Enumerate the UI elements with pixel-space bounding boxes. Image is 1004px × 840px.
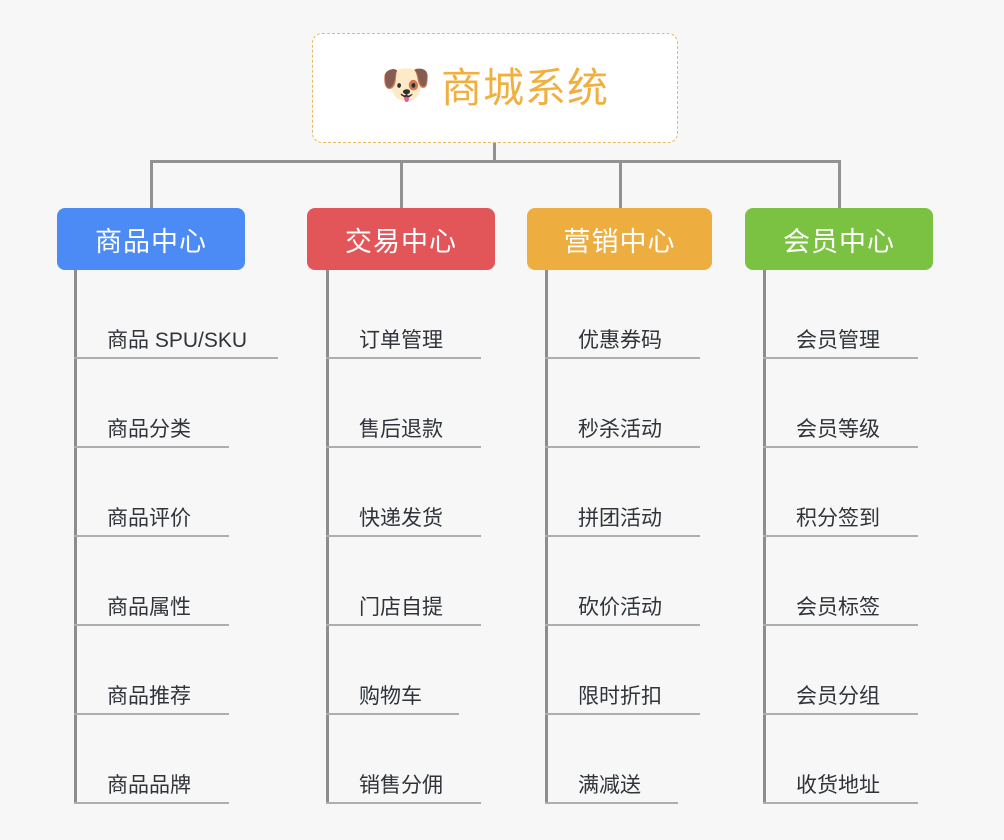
leaf-item-label: 拼团活动 xyxy=(578,507,662,530)
root-node[interactable]: 🐶 商城系统 xyxy=(312,33,678,143)
leaf-item-label: 会员管理 xyxy=(796,329,880,352)
category-node-2[interactable]: 交易中心 xyxy=(307,208,495,270)
leaf-item-label: 会员等级 xyxy=(796,418,880,441)
leaf-item[interactable]: 商品推荐 xyxy=(74,626,239,715)
leaf-item-label: 售后退款 xyxy=(359,418,443,441)
leaf-item-rule xyxy=(326,357,481,359)
leaf-item-rule xyxy=(74,713,229,715)
leaf-item-rule xyxy=(74,802,229,804)
leaf-item-label: 限时折扣 xyxy=(578,685,662,708)
leaf-item-label: 购物车 xyxy=(359,685,422,708)
leaf-item-label: 商品品牌 xyxy=(107,774,191,797)
leaf-item-rule xyxy=(326,624,481,626)
leaf-item-rule xyxy=(763,535,918,537)
leaf-item[interactable]: 会员等级 xyxy=(763,359,928,448)
leaf-item[interactable]: 商品 SPU/SKU xyxy=(74,270,288,359)
leaf-item-label: 订单管理 xyxy=(359,329,443,352)
leaf-item[interactable]: 商品属性 xyxy=(74,537,239,626)
leaf-item[interactable]: 砍价活动 xyxy=(545,537,710,626)
leaf-item-rule xyxy=(545,624,700,626)
shiba-dog-face-icon: 🐶 xyxy=(381,63,431,107)
leaf-item-rule xyxy=(74,535,229,537)
leaf-item-rule xyxy=(545,446,700,448)
connector-drop-2 xyxy=(400,160,403,208)
leaf-item[interactable]: 会员管理 xyxy=(763,270,928,359)
leaf-item-rule xyxy=(74,446,229,448)
leaf-item[interactable]: 销售分佣 xyxy=(326,715,491,804)
leaf-item[interactable]: 会员标签 xyxy=(763,537,928,626)
connector-drop-3 xyxy=(618,160,622,208)
leaf-item-rule xyxy=(74,624,229,626)
leaf-item-rule xyxy=(545,535,700,537)
leaf-item[interactable]: 快递发货 xyxy=(326,448,491,537)
leaf-item-label: 商品 SPU/SKU xyxy=(107,329,248,352)
leaf-item-label: 快递发货 xyxy=(359,507,443,530)
leaf-item-rule xyxy=(326,535,481,537)
leaf-item-rule xyxy=(74,357,278,359)
leaf-item[interactable]: 订单管理 xyxy=(326,270,491,359)
category-node-label: 营销中心 xyxy=(563,226,676,257)
leaf-item-rule xyxy=(763,624,918,626)
leaf-item-label: 优惠券码 xyxy=(578,329,662,352)
leaf-item-label: 商品评价 xyxy=(107,507,191,530)
leaf-item-label: 砍价活动 xyxy=(578,596,662,619)
leaf-item-label: 商品分类 xyxy=(107,418,191,441)
leaf-item-rule xyxy=(763,357,918,359)
leaf-trunk-line xyxy=(74,270,77,804)
leaf-item-rule xyxy=(545,802,678,804)
leaf-item-label: 门店自提 xyxy=(359,596,443,619)
leaf-item-label: 商品推荐 xyxy=(107,685,191,708)
leaf-item-rule xyxy=(326,446,481,448)
leaf-item[interactable]: 优惠券码 xyxy=(545,270,710,359)
leaf-item-rule xyxy=(763,446,918,448)
category-node-3[interactable]: 营销中心 xyxy=(527,208,712,270)
category-node-1[interactable]: 商品中心 xyxy=(57,208,245,270)
leaf-item[interactable]: 限时折扣 xyxy=(545,626,710,715)
leaf-item[interactable]: 商品评价 xyxy=(74,448,239,537)
leaf-item[interactable]: 拼团活动 xyxy=(545,448,710,537)
leaf-item[interactable]: 秒杀活动 xyxy=(545,359,710,448)
leaf-trunk-line xyxy=(545,270,548,804)
leaf-item[interactable]: 满减送 xyxy=(545,715,688,804)
leaf-item[interactable]: 商品分类 xyxy=(74,359,239,448)
leaf-item[interactable]: 收货地址 xyxy=(763,715,928,804)
connector-root-stem xyxy=(493,143,496,163)
category-node-label: 会员中心 xyxy=(783,226,895,257)
leaf-item-label: 会员标签 xyxy=(796,596,880,619)
root-node-label: 商城系统 xyxy=(441,64,609,111)
category-node-label: 交易中心 xyxy=(345,226,457,257)
leaf-item-label: 满减送 xyxy=(578,774,641,797)
leaf-item-rule xyxy=(545,357,700,359)
leaf-item[interactable]: 购物车 xyxy=(326,626,469,715)
leaf-item-label: 收货地址 xyxy=(796,774,880,797)
leaf-item-label: 销售分佣 xyxy=(359,774,443,797)
leaf-trunk-line xyxy=(763,270,766,804)
leaf-item-label: 秒杀活动 xyxy=(578,418,662,441)
leaf-item-rule xyxy=(326,802,481,804)
leaf-item[interactable]: 门店自提 xyxy=(326,537,491,626)
leaf-item-rule xyxy=(763,713,918,715)
leaf-item-rule xyxy=(326,713,459,715)
leaf-item-rule xyxy=(763,802,918,804)
leaf-item-rule xyxy=(545,713,700,715)
leaf-item[interactable]: 会员分组 xyxy=(763,626,928,715)
leaf-item-label: 商品属性 xyxy=(107,596,191,619)
connector-horizontal-bus xyxy=(150,160,840,163)
leaf-trunk-line xyxy=(326,270,329,804)
category-node-4[interactable]: 会员中心 xyxy=(745,208,933,270)
leaf-item[interactable]: 售后退款 xyxy=(326,359,491,448)
leaf-item[interactable]: 积分签到 xyxy=(763,448,928,537)
category-node-label: 商品中心 xyxy=(95,226,207,257)
connector-drop-4 xyxy=(838,160,841,208)
leaf-item[interactable]: 商品品牌 xyxy=(74,715,239,804)
connector-drop-1 xyxy=(150,160,153,208)
leaf-item-label: 会员分组 xyxy=(796,685,880,708)
leaf-item-label: 积分签到 xyxy=(796,507,880,530)
